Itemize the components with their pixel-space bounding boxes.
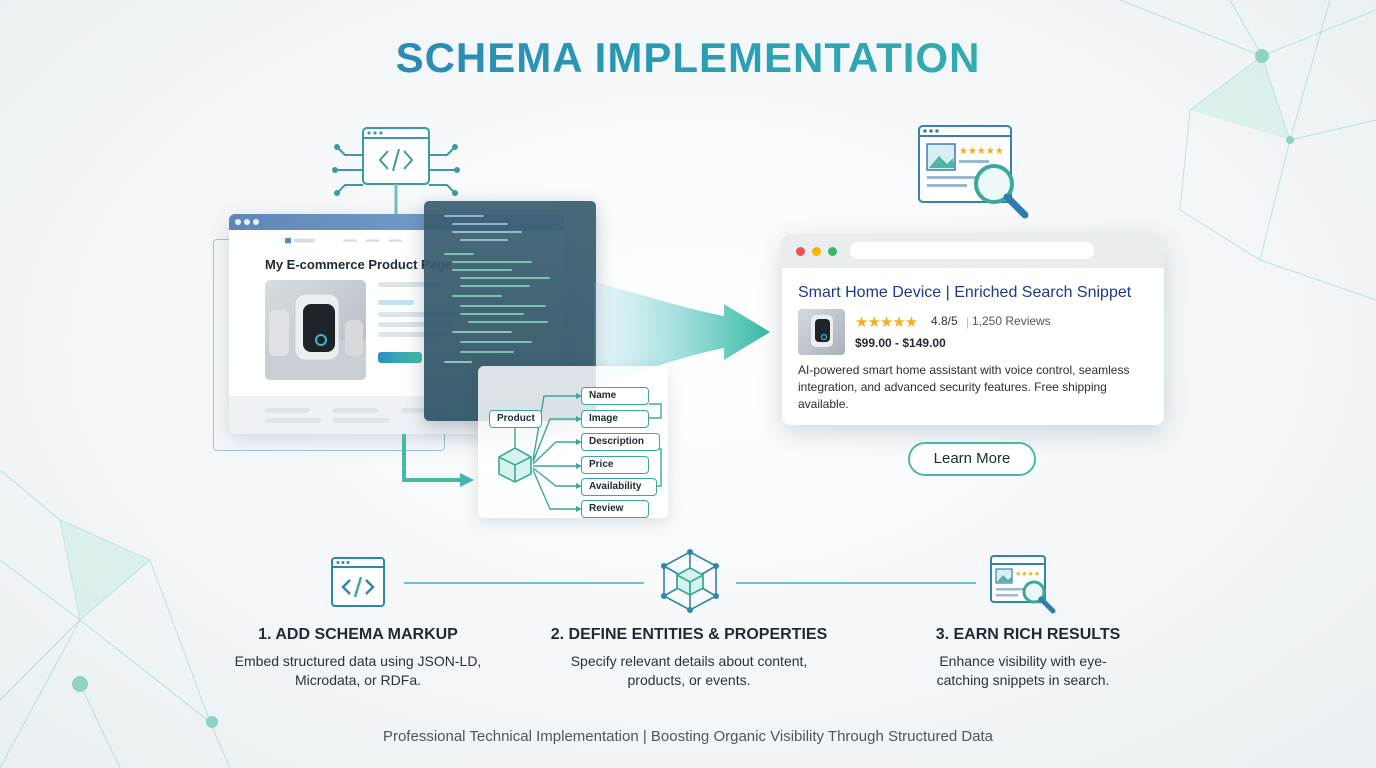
- learn-more-button[interactable]: Learn More: [908, 442, 1036, 476]
- rating-separator: |: [966, 315, 970, 329]
- text-placeholder: [378, 282, 448, 287]
- rich-snippet-card: Smart Home Device | Enriched Search Snip…: [782, 234, 1164, 425]
- connector-arrow: [402, 434, 474, 487]
- page-nav-placeholder: [285, 238, 402, 244]
- browser-bar: [782, 234, 1164, 268]
- review-count: 1,250 Reviews: [972, 314, 1051, 328]
- snippet-description: AI-powered smart home assistant with voi…: [798, 363, 1130, 411]
- schema-property-availability: Availability: [581, 478, 657, 496]
- snippet-title[interactable]: Smart Home Device | Enriched Search Snip…: [798, 284, 1132, 301]
- cube-icon: [498, 447, 532, 483]
- steps-connector-line: [404, 582, 976, 584]
- text-placeholder: [378, 300, 414, 305]
- flow-arrow: [594, 282, 770, 384]
- page-title: SCHEMA IMPLEMENTATION: [0, 34, 1376, 82]
- rating-value: 4.8/5: [931, 314, 958, 328]
- schema-root-product: Product: [489, 410, 542, 428]
- text-placeholder: [378, 322, 452, 327]
- step-2-description: Specify relevant details about content, …: [570, 653, 808, 688]
- code-chip-icon: [332, 127, 460, 215]
- schema-property-price: Price: [581, 456, 649, 474]
- product-page-heading: My E-commerce Product Page: [265, 257, 453, 272]
- schema-property-description: Description: [581, 433, 660, 451]
- star-rating-icon: ★★★★★: [855, 314, 918, 331]
- snippet-thumbnail: [798, 309, 845, 355]
- add-to-cart-button-placeholder: [378, 352, 422, 363]
- footer-tagline: Professional Technical Implementation | …: [382, 728, 994, 745]
- step-1-description: Embed structured data using JSON-LD, Mic…: [234, 653, 482, 688]
- step-3-description: Enhance visibility with eye-catching sni…: [936, 653, 1110, 688]
- search-result-icon: ★★★★★: [918, 125, 1029, 219]
- schema-tree-card: Product Name Image Description Price Ava…: [478, 366, 668, 518]
- schema-property-review: Review: [581, 500, 649, 518]
- svg-text:★★★★★: ★★★★★: [959, 146, 1004, 157]
- price-range: $99.00 - $149.00: [855, 336, 946, 350]
- text-placeholder: [378, 332, 444, 337]
- schema-property-image: Image: [581, 410, 649, 428]
- text-placeholder: [378, 312, 458, 317]
- cube-network-icon: [661, 549, 719, 613]
- svg-text:★★★★: ★★★★: [1015, 570, 1040, 578]
- step-2-title: 2. DEFINE ENTITIES & PROPERTIES: [550, 626, 828, 643]
- schema-property-name: Name: [581, 387, 649, 405]
- product-image: [265, 280, 366, 380]
- url-bar: [850, 242, 1094, 259]
- step-3-title: 3. EARN RICH RESULTS: [935, 626, 1121, 643]
- step-1-title: 1. ADD SCHEMA MARKUP: [258, 626, 458, 643]
- code-window-icon: [331, 557, 385, 607]
- search-snippet-icon: ★★★★: [990, 555, 1056, 614]
